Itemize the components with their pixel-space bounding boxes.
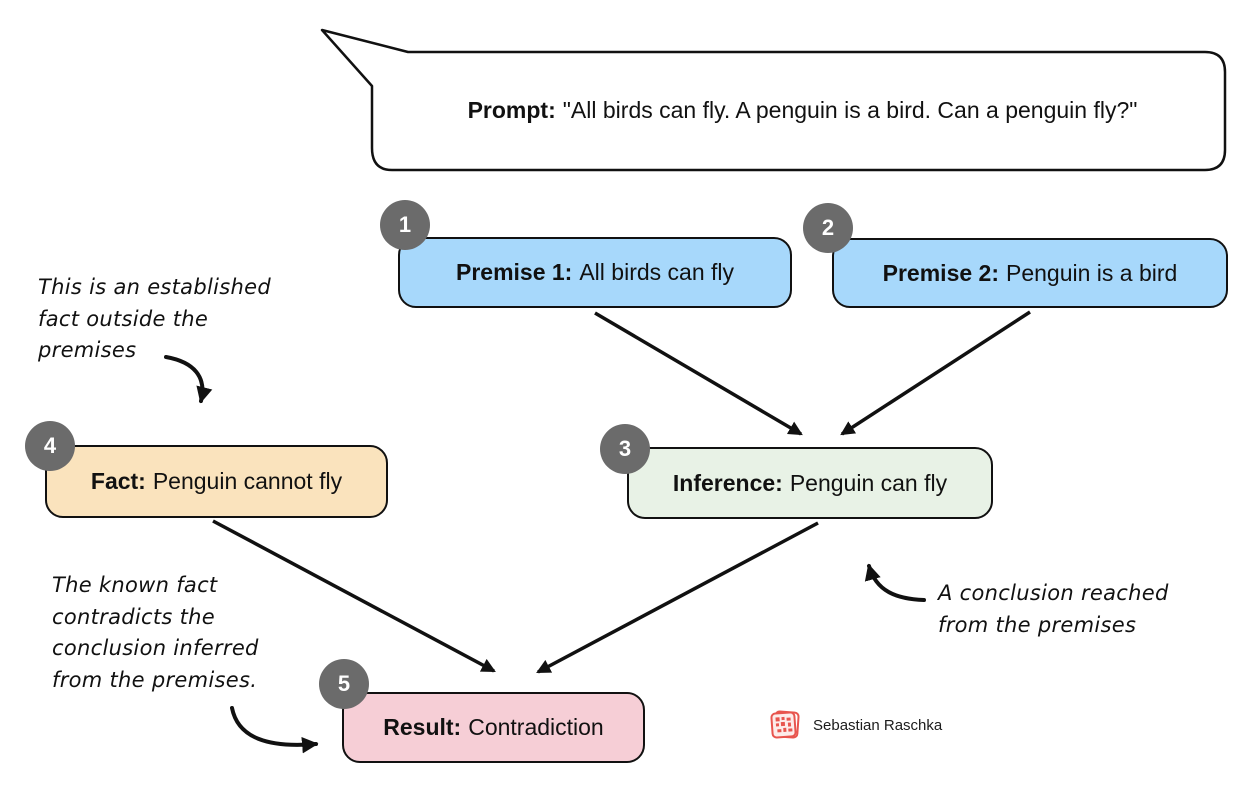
- red-seal-stamp-icon: [770, 710, 800, 739]
- curved-arrow-note-to-result: [230, 706, 319, 754]
- arrow-premise1-to-inference: [594, 311, 803, 436]
- arrow-inference-to-result: [536, 521, 819, 674]
- node-fact-text: Penguin cannot fly: [152, 468, 343, 494]
- node-fact-label: Fact:: [90, 468, 146, 494]
- annotation-inference: A conclusion reached from the premises: [938, 581, 1169, 637]
- node-inference-text: Penguin can fly: [789, 469, 948, 496]
- watermark: Sebastian Raschka: [768, 708, 942, 742]
- watermark-author: Sebastian Raschka: [813, 716, 943, 734]
- prompt-text: Prompt: "All birds can fly. A penguin is…: [395, 54, 1210, 166]
- annotation-fact: This is an established fact outside the …: [38, 275, 271, 362]
- node-inference-label: Inference:: [672, 469, 783, 496]
- step-badge-3: 3: [600, 424, 650, 474]
- node-inference: Inference: Penguin can fly: [627, 447, 993, 519]
- annotation-result: The known fact contradicts the conclusio…: [52, 573, 259, 692]
- step-badge-4: 4: [25, 421, 75, 471]
- curved-arrow-note-to-inference: [864, 563, 926, 602]
- node-result: Result: Contradiction: [342, 692, 645, 763]
- node-fact: Fact: Penguin cannot fly: [45, 445, 388, 518]
- step-badge-2: 2: [803, 203, 853, 253]
- prompt-value: "All birds can fly. A penguin is a bird.…: [562, 96, 1138, 123]
- step-badge-1: 1: [380, 200, 430, 250]
- prompt-label: Prompt:: [467, 96, 556, 123]
- node-result-text: Contradiction: [468, 714, 604, 740]
- node-premise-1-label: Premise 1:: [455, 259, 573, 285]
- node-premise-2: Premise 2: Penguin is a bird: [832, 238, 1228, 308]
- node-premise-1-text: All birds can fly: [579, 259, 735, 285]
- node-premise-1: Premise 1: All birds can fly: [398, 237, 792, 308]
- node-premise-2-label: Premise 2:: [882, 259, 999, 286]
- arrow-premise2-to-inference: [840, 310, 1031, 436]
- step-badge-5: 5: [319, 659, 369, 709]
- node-premise-2-text: Penguin is a bird: [1006, 259, 1178, 286]
- node-result-label: Result:: [383, 714, 462, 740]
